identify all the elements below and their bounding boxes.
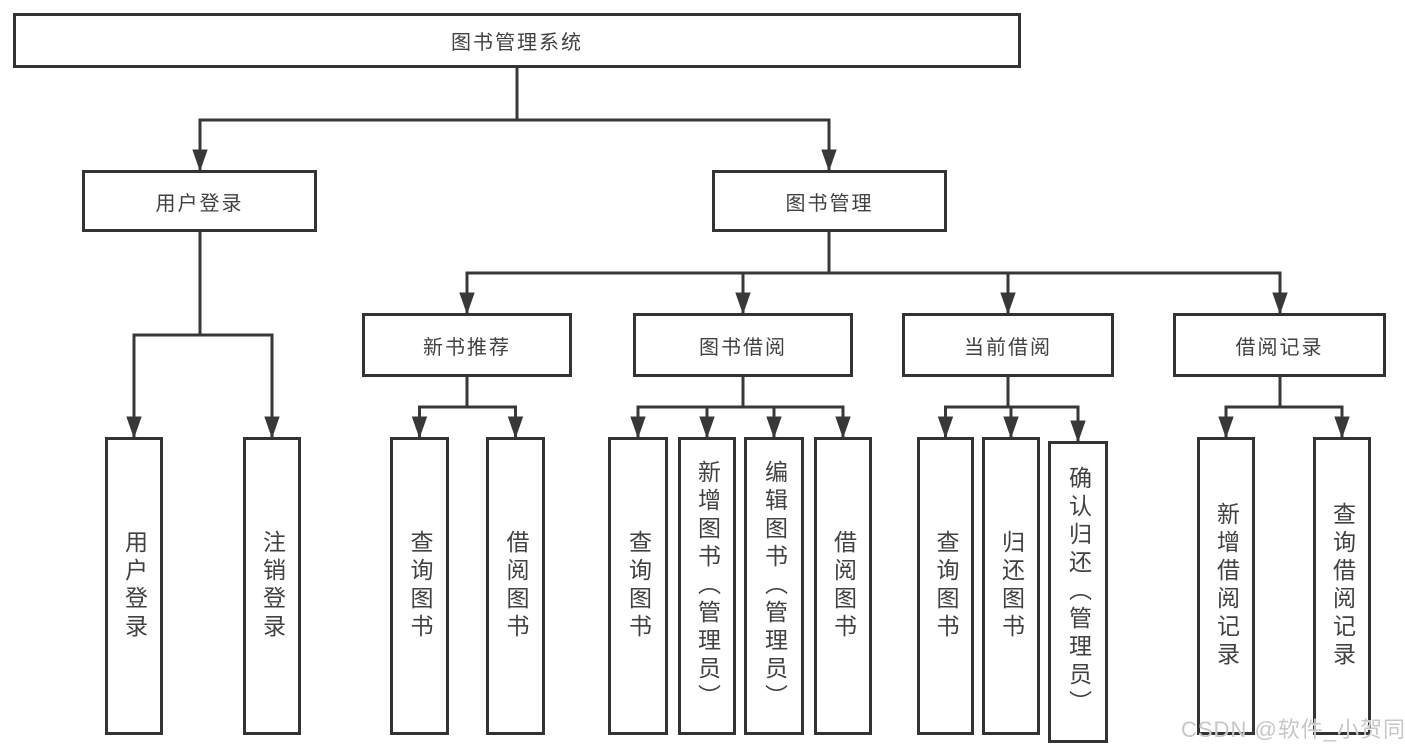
node-return-books: 归还图书	[982, 437, 1040, 735]
node-borrow-books-leaf: 借阅图书	[814, 437, 872, 735]
node-book-management-label: 图书管理	[785, 192, 874, 215]
node-add-borrow-record-label: 新增借阅记录	[1213, 502, 1240, 670]
node-query-borrow-record: 查询借阅记录	[1313, 437, 1371, 735]
node-edit-books-admin-label: 编辑图书（管理员）	[761, 460, 788, 712]
node-book-borrow-label: 图书借阅	[699, 336, 787, 359]
node-user-login-leaf: 用户登录	[105, 437, 163, 735]
node-root-label: 图书管理系统	[451, 32, 583, 54]
node-borrow-books-leaf-label: 借阅图书	[830, 530, 857, 642]
node-return-books-label: 归还图书	[998, 530, 1025, 642]
node-new-book-recommend-label: 新书推荐	[423, 336, 511, 359]
node-book-borrow: 图书借阅	[633, 313, 853, 377]
node-current-borrow: 当前借阅	[902, 313, 1114, 377]
connector-book-management-to-modules	[466, 232, 1282, 313]
node-new-book-recommend: 新书推荐	[362, 313, 572, 377]
connector-user-login-branch	[133, 232, 274, 437]
node-query-books-borrow: 查询图书	[608, 437, 668, 735]
csdn-watermark: CSDN @软件_小贺同学	[1181, 717, 1405, 742]
node-add-borrow-record: 新增借阅记录	[1197, 437, 1255, 735]
node-user-login-label: 用户登录	[155, 192, 244, 215]
node-borrow-books-recommend: 借阅图书	[486, 437, 545, 735]
connector-current-borrow-branch	[944, 377, 1080, 441]
node-query-books-current: 查询图书	[917, 437, 974, 735]
node-book-management: 图书管理	[712, 170, 947, 232]
connector-new-book-recommend-branch	[418, 377, 517, 437]
node-borrow-records-label: 借阅记录	[1235, 336, 1324, 359]
node-confirm-return-admin-label: 确认归还（管理员）	[1065, 466, 1092, 718]
node-root: 图书管理系统	[13, 13, 1021, 68]
node-query-books-recommend-label: 查询图书	[407, 530, 433, 642]
node-borrow-books-recommend-label: 借阅图书	[503, 530, 529, 642]
node-add-books-admin-label: 新增图书（管理员）	[694, 460, 721, 712]
node-current-borrow-label: 当前借阅	[964, 336, 1052, 359]
node-logout-leaf: 注销登录	[243, 437, 301, 735]
connector-book-borrow-branch	[637, 377, 845, 437]
node-query-books-current-label: 查询图书	[933, 530, 959, 642]
node-user-login-leaf-label: 用户登录	[121, 530, 148, 642]
connector-borrow-records-branch	[1225, 377, 1344, 437]
node-add-books-admin: 新增图书（管理员）	[678, 437, 736, 735]
node-query-books-borrow-label: 查询图书	[625, 530, 652, 642]
node-user-login: 用户登录	[82, 170, 317, 232]
node-query-books-recommend: 查询图书	[390, 437, 449, 735]
node-borrow-records: 借阅记录	[1173, 313, 1386, 377]
node-query-borrow-record-label: 查询借阅记录	[1329, 502, 1356, 670]
node-confirm-return-admin: 确认归还（管理员）	[1048, 441, 1108, 743]
connector-root-to-level2	[199, 68, 831, 170]
node-edit-books-admin: 编辑图书（管理员）	[744, 437, 804, 735]
node-logout-leaf-label: 注销登录	[259, 530, 286, 642]
